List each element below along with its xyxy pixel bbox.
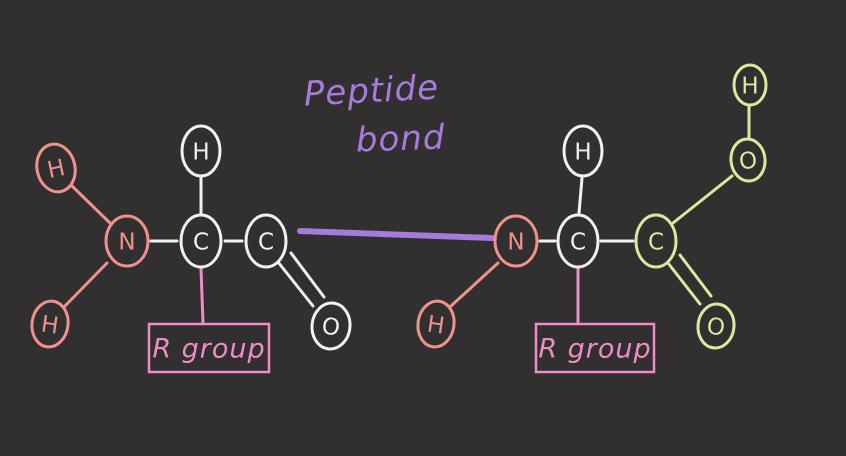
atoms-layer: H N H H C C O N H H C C O H O <box>30 63 768 351</box>
carboxyl-c-circle <box>634 213 678 269</box>
atom-amine1-h-bottom: H <box>30 299 70 349</box>
atom-carboxyl-c: C <box>634 213 678 269</box>
hydroxyl-h-label: H <box>741 74 758 100</box>
alpha2-h-label: H <box>574 140 591 166</box>
amine1-h-top-label: H <box>45 155 67 184</box>
bond-c-rgroup-left <box>199 267 205 325</box>
atom-hydroxyl-o: O <box>729 137 767 183</box>
bond-c-o-double-right-b <box>678 253 713 298</box>
amine2-n-label: N <box>507 230 524 256</box>
atom-alpha2-h: H <box>562 124 604 178</box>
bond-c-o-double-left-a <box>276 260 315 308</box>
atom-carboxyl-o: O <box>696 302 736 350</box>
alpha1-h-circle <box>180 124 222 178</box>
alpha2-c-label: C <box>570 230 586 256</box>
bonds-layer <box>63 105 751 325</box>
bond-c-o-double-right-a <box>666 261 702 306</box>
amine1-n-label: N <box>118 230 135 256</box>
atom-carbonyl1-c: C <box>244 213 288 269</box>
bond-h-n-left-bottom <box>63 261 109 308</box>
alpha1-h-label: H <box>192 140 209 166</box>
amine2-h-circle <box>416 299 456 349</box>
atom-alpha1-c: C <box>179 213 223 269</box>
hydroxyl-h-circle <box>732 63 768 107</box>
atom-amine1-n: N <box>104 214 150 268</box>
hydroxyl-o-circle <box>729 137 767 183</box>
bond-c-o-double-left-b <box>289 251 326 299</box>
atom-hydroxyl-h: H <box>732 63 768 107</box>
alpha2-h-circle <box>562 124 604 178</box>
atom-amine2-n: N <box>493 214 539 268</box>
amine1-n-circle <box>104 214 150 268</box>
diagram-title-line1: Peptide <box>303 68 440 115</box>
carboxyl-c-label: C <box>648 230 664 256</box>
bond-n-h-right <box>449 261 500 308</box>
alpha1-c-circle <box>179 213 223 269</box>
r-group-left-box <box>147 322 271 374</box>
carbonyl1-c-circle <box>244 213 288 269</box>
amine1-h-bottom-circle <box>30 299 70 349</box>
atom-carbonyl1-o: O <box>310 301 352 351</box>
r-group-right-box <box>534 322 656 374</box>
bond-c-h-right <box>577 176 584 215</box>
bond-c-o-hydroxyl <box>671 174 734 225</box>
carboxyl-o-circle <box>696 302 736 350</box>
carbonyl1-c-label: C <box>258 230 274 256</box>
alpha1-c-label: C <box>193 230 209 256</box>
rgroups-layer: R group R group <box>147 322 656 374</box>
r-group-left: R group <box>147 322 271 374</box>
atom-amine1-h-top: H <box>35 142 77 194</box>
amine2-n-circle <box>493 214 539 268</box>
amine2-h-label: H <box>425 311 446 339</box>
amine1-h-top-circle <box>35 142 77 194</box>
hydroxyl-o-label: O <box>738 148 759 176</box>
r-group-right-label: R group <box>538 334 651 365</box>
carboxyl-o-label: O <box>705 314 726 342</box>
atom-alpha1-h: H <box>180 124 222 178</box>
carbonyl1-o-label: O <box>320 314 341 342</box>
atom-amine2-h: H <box>416 299 456 349</box>
r-group-right: R group <box>534 322 656 374</box>
carbonyl1-o-circle <box>310 301 352 351</box>
amine1-h-bottom-label: H <box>39 311 60 339</box>
peptide-bond-line <box>297 228 495 241</box>
r-group-left-label: R group <box>152 334 265 365</box>
bond-h-n-left-top <box>70 184 112 225</box>
alpha2-c-circle <box>556 213 600 269</box>
atom-alpha2-c: C <box>556 213 600 269</box>
diagram-title-line2: bond <box>355 117 446 160</box>
